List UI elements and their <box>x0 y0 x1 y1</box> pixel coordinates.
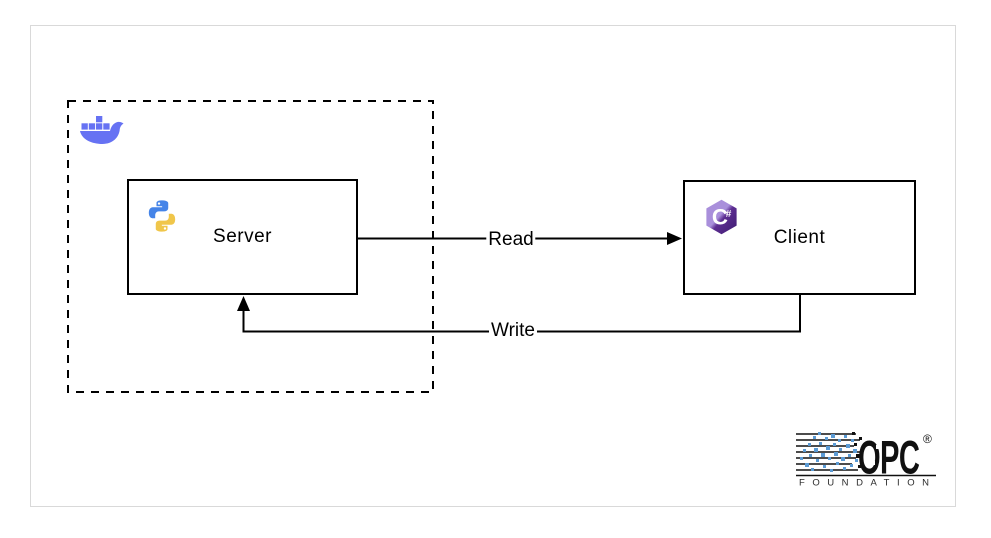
opc-registered-mark: ® <box>923 432 932 446</box>
write-edge-label: Write <box>489 320 537 342</box>
client-node: C # Client <box>683 180 916 295</box>
opc-pixel-cloud <box>800 432 858 472</box>
opc-foundation-text: FOUNDATION <box>799 478 933 488</box>
server-node: Server <box>127 179 358 295</box>
svg-text:#: # <box>726 209 732 220</box>
server-label: Server <box>213 226 272 247</box>
svg-text:C: C <box>712 205 728 230</box>
csharp-icon: C # <box>703 198 740 236</box>
opc-foundation-logo: OPC ® FOUNDATION <box>796 429 936 489</box>
client-label: Client <box>773 226 826 248</box>
opc-brand-text: OPC <box>858 433 920 485</box>
python-icon <box>145 199 179 233</box>
docker-icon <box>79 116 127 154</box>
opc-pixel-cloud-dark <box>852 432 864 468</box>
read-edge-label: Read <box>486 229 536 251</box>
